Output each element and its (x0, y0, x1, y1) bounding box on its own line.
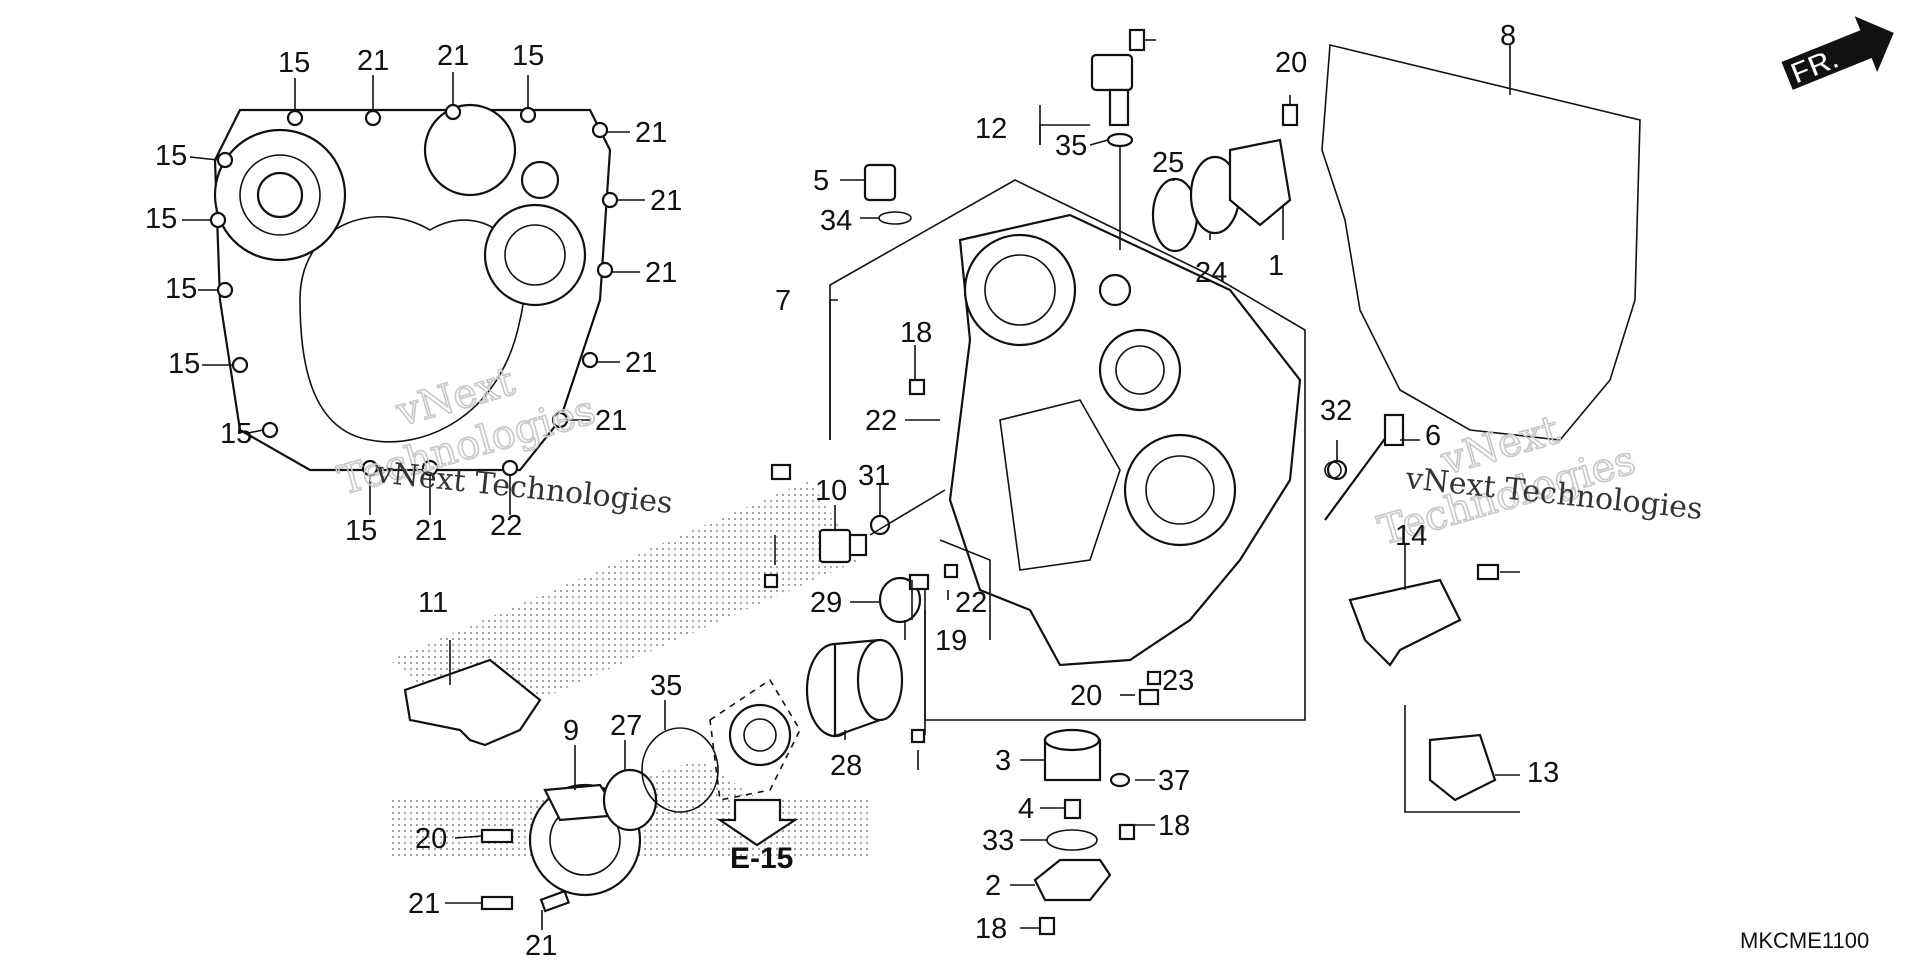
callout: 5 (813, 165, 829, 197)
callout: 11 (418, 587, 448, 619)
bearing-24 (805, 638, 904, 738)
callout: 8 (1500, 20, 1516, 52)
small-bolts (480, 378, 1342, 936)
callout: 21 (650, 185, 682, 217)
reference-label: E-15 (730, 842, 793, 875)
rear-cover (213, 103, 612, 472)
callout: 15 (345, 515, 377, 547)
o-ring-31 (641, 727, 719, 813)
seal-26 (602, 768, 658, 832)
callout: 2 (985, 870, 1001, 902)
o-ring-29 (1046, 829, 1098, 851)
callout: 28 (830, 750, 862, 782)
sensor-12 (1090, 28, 1146, 148)
callout: 22 (865, 405, 897, 437)
callout: 15 (512, 40, 544, 72)
callout: 20 (415, 823, 447, 855)
callout: 27 (610, 710, 642, 742)
bracket-11 (403, 658, 542, 747)
filter-3 (1043, 728, 1102, 782)
callout: 15 (278, 47, 310, 79)
callout: 9 (563, 715, 579, 747)
callout: 21 (415, 515, 447, 547)
callout: 35 (650, 670, 682, 702)
callout: 13 (1527, 757, 1559, 789)
callout: 15 (155, 140, 187, 172)
callout: 15 (168, 348, 200, 380)
callout: 37 (1158, 765, 1190, 797)
callout: 21 (408, 888, 440, 920)
cap-2 (1033, 858, 1112, 902)
callout: 20 (1070, 680, 1102, 712)
callout: 10 (815, 475, 847, 507)
callout: 23 (1162, 665, 1194, 697)
callout: 4 (1018, 793, 1034, 825)
front-direction-arrow: FR. (1781, 16, 1894, 91)
callout: 32 (1320, 395, 1352, 427)
dipstick-6 (1324, 413, 1405, 521)
callout: 21 (635, 117, 667, 149)
bracket-14 (1348, 563, 1500, 667)
callout: 18 (900, 317, 932, 349)
gear-ring (709, 678, 801, 847)
callout: 19 (935, 625, 967, 657)
leader-lines (182, 39, 1520, 930)
callout: 22 (955, 587, 987, 619)
callout: 3 (995, 745, 1011, 777)
callout: 20 (1275, 47, 1307, 79)
callout: 35 (1055, 130, 1087, 162)
callout: 25 (1152, 147, 1184, 179)
callout: 21 (595, 405, 627, 437)
bracket-13 (1428, 733, 1497, 802)
callout: 24 (1195, 257, 1227, 289)
seals-23-25 (1151, 103, 1299, 253)
callout: 15 (145, 203, 177, 235)
gasket (1321, 44, 1641, 441)
callout: 18 (1158, 810, 1190, 842)
cover-bolt-holes (209, 103, 619, 477)
callout: 7 (775, 285, 791, 317)
diagram-code: MKCME1100 (1740, 928, 1869, 953)
callout: 29 (810, 587, 842, 619)
callout: 12 (975, 113, 1007, 145)
callout: 1 (1268, 250, 1284, 282)
callout: 21 (357, 45, 389, 77)
callout: 21 (437, 40, 469, 72)
callout: 6 (1425, 420, 1441, 452)
callout: 21 (625, 347, 657, 379)
callout: 22 (490, 510, 522, 542)
callout: 14 (1395, 520, 1427, 552)
switch-10 (818, 514, 891, 564)
callout: 21 (645, 257, 677, 289)
callout: 21 (525, 930, 557, 960)
callout: 33 (982, 825, 1014, 857)
main-case (948, 213, 1302, 667)
callout: 31 (858, 460, 890, 492)
callout: 18 (975, 913, 1007, 945)
plug-5 (863, 163, 912, 225)
callout: 15 (220, 418, 252, 450)
callout: 15 (165, 273, 197, 305)
callout-labels: 15 21 21 15 21 21 21 21 21 15 15 15 15 1… (145, 20, 1559, 960)
spring-4 (1063, 798, 1082, 820)
callout: 34 (820, 205, 852, 237)
